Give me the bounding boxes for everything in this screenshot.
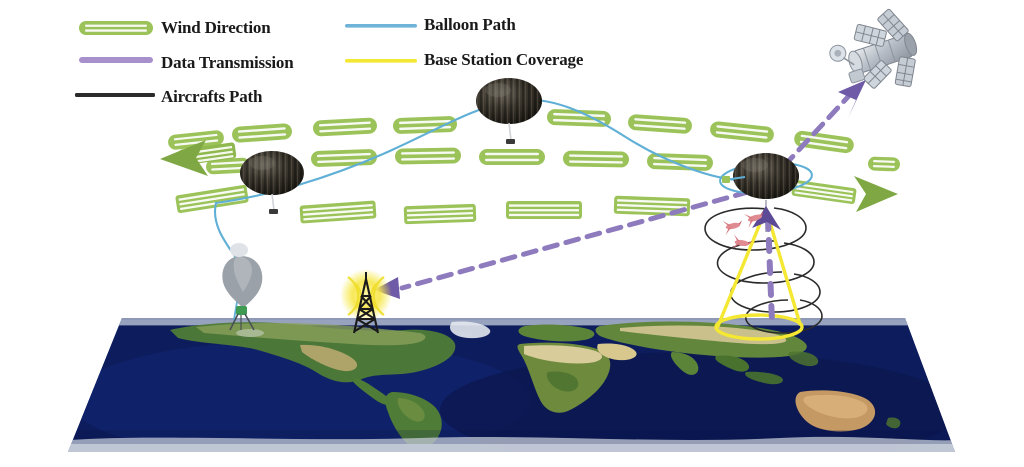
wind-slab — [791, 180, 857, 204]
wind-capsule — [395, 147, 461, 165]
satellite — [829, 8, 918, 89]
balloon-center — [476, 78, 542, 144]
wind-capsule — [563, 150, 629, 168]
wind-slab — [506, 201, 582, 219]
launch-balloon — [222, 243, 263, 331]
wind-capsule — [710, 121, 774, 143]
wind-slab — [299, 200, 377, 224]
legend-label-balloon-path: Balloon Path — [424, 15, 516, 34]
wind-capsule — [313, 117, 377, 137]
wind-capsule-row-upper — [168, 109, 854, 154]
purple-line-swatch — [79, 57, 153, 63]
base-station-tower — [340, 269, 392, 334]
wind-direction-field — [160, 109, 900, 225]
legend-label-base-station-coverage: Base Station Coverage — [424, 50, 584, 69]
wind-arrow-left — [160, 140, 237, 176]
wind-capsule — [206, 157, 250, 175]
wind-capsule — [868, 156, 900, 172]
wind-capsule — [628, 114, 692, 134]
balloon-right — [719, 153, 813, 199]
earth-flat-map — [68, 318, 955, 452]
yellow-line-swatch — [345, 59, 417, 63]
wind-arrow-right — [854, 176, 898, 212]
legend-swatches — [75, 21, 417, 97]
balloon-left — [240, 151, 304, 214]
legend-label-wind-direction: Wind Direction — [161, 18, 271, 37]
legend-label-data-transmission: Data Transmission — [161, 53, 294, 72]
wind-capsule — [479, 149, 545, 165]
wind-arrow-right-tail — [832, 169, 853, 184]
wind-capsule — [794, 130, 854, 154]
black-line-swatch — [75, 93, 155, 97]
wind-capsule — [232, 123, 292, 143]
wind-slab — [403, 203, 477, 225]
wind-capsule — [168, 130, 224, 150]
wind-capsule — [547, 109, 611, 127]
aircraft-1 — [722, 220, 743, 236]
legend-label-aircrafts-path: Aircrafts Path — [161, 87, 263, 106]
wind-capsule-swatch — [79, 21, 153, 35]
wind-capsule — [393, 116, 457, 134]
wind-capsule — [311, 149, 377, 167]
blue-line-swatch — [345, 24, 417, 28]
wind-capsule-row-lower — [175, 180, 857, 225]
